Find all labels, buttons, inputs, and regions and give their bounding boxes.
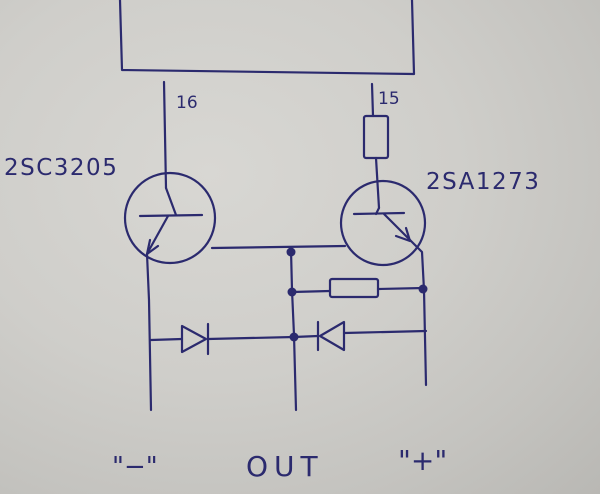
terminal-minus-label: "−"	[112, 452, 158, 482]
diode-left	[180, 322, 210, 356]
base-link-wire	[210, 244, 347, 250]
ic-pin-16-wire	[162, 80, 168, 190]
resistor-middle	[328, 277, 380, 299]
resistor-top	[362, 114, 390, 160]
transistor-right-label: 2SA1273	[426, 169, 540, 195]
out-wire	[289, 248, 298, 412]
transistor-pnp-2sa1273	[339, 179, 427, 267]
junction-dot-base	[286, 247, 296, 257]
diode-right	[316, 320, 346, 352]
junction-dot-out-diode	[289, 332, 299, 342]
junction-dot-out-resistor	[287, 287, 297, 297]
terminal-out-label: OUT	[246, 450, 324, 483]
ic-pin-16-label: 16	[176, 93, 198, 113]
ic-package-outline	[118, 0, 416, 76]
terminal-plus-label: "+"	[398, 444, 447, 477]
minus-rail-wire	[145, 252, 153, 412]
diode-wire-left	[149, 337, 184, 342]
junction-dot-plus-resistor	[418, 284, 428, 294]
resistor-mid-wire-right	[376, 286, 426, 291]
ic-pin-15-wire-top	[370, 82, 375, 118]
diode-wire-right	[342, 329, 428, 335]
transistor-npn-2sc3205	[123, 171, 217, 265]
ic-pin-15-wire-bottom	[374, 156, 381, 210]
resistor-mid-wire-left	[290, 289, 332, 294]
plus-rail-wire	[408, 238, 428, 387]
ic-pin-15-label: 15	[378, 89, 400, 109]
diode-wire-middle-left	[206, 335, 296, 341]
transistor-left-label: 2SC3205	[4, 155, 118, 181]
